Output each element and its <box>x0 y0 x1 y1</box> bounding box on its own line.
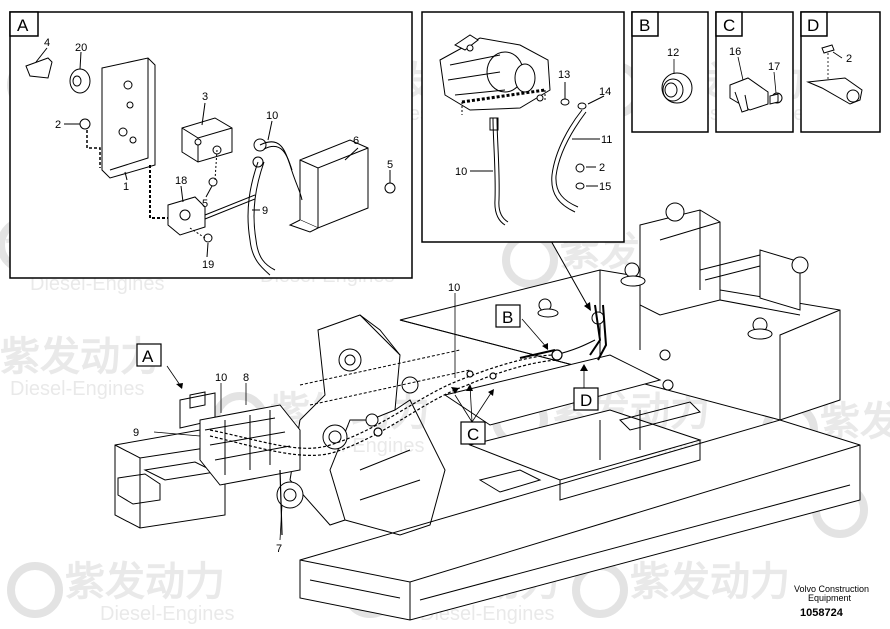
callout-c-16: 16 <box>729 46 741 58</box>
callout-main-7: 7 <box>276 543 282 555</box>
detail-view-starter: 13 14 11 10 2 15 <box>421 11 625 243</box>
watermark-text-cn: 紫发动力 <box>0 335 160 379</box>
reference-frame-c <box>460 421 486 445</box>
callout-starter-10: 10 <box>455 166 467 178</box>
callout-a-20: 20 <box>75 42 87 54</box>
reference-label-c: C <box>467 425 479 444</box>
reference-frame-b <box>495 304 521 328</box>
watermark-text-cn: 紫发动力 <box>630 560 790 604</box>
detail-view-c: C 16 17 <box>715 11 794 133</box>
detail-a-label: A <box>17 16 29 35</box>
watermark-text-cn: 紫发动力 <box>65 560 225 604</box>
watermark-text-en: Diesel-Engines <box>100 603 235 625</box>
callout-a-3: 3 <box>202 91 208 103</box>
callout-starter-13: 13 <box>558 69 570 81</box>
callout-a-19: 19 <box>202 259 214 271</box>
callout-a-2: 2 <box>55 119 61 131</box>
callout-starter-15: 15 <box>599 181 611 193</box>
drawing-number: 1058724 <box>800 607 844 619</box>
callout-a-10: 10 <box>266 110 278 122</box>
reference-label-a: A <box>142 347 154 366</box>
callout-b-12: 12 <box>667 47 679 59</box>
reference-frame-a <box>136 343 162 367</box>
callout-starter-11: 11 <box>601 134 612 146</box>
reference-frame-d <box>573 387 599 411</box>
detail-view-d: D 2 <box>800 11 881 133</box>
callout-a-5-right: 5 <box>387 159 393 171</box>
watermark-7: 紫发动力 Diesel-Engines <box>0 335 160 400</box>
callout-main-10-top: 10 <box>448 282 460 294</box>
drawing-footer: Volvo Construction Equipment 1058724 <box>794 584 869 619</box>
callout-main-10-left: 10 <box>215 372 227 384</box>
detail-b-label: B <box>639 16 650 35</box>
reference-label-d: D <box>580 391 592 410</box>
callout-a-6: 6 <box>353 135 359 147</box>
main-leader-lines <box>153 231 591 541</box>
callout-main-9: 9 <box>133 427 139 439</box>
watermark-13: 紫发动力 <box>572 560 790 618</box>
brand-line-2: Equipment <box>808 593 852 603</box>
main-arrowheads <box>176 302 591 396</box>
callout-a-4: 4 <box>44 37 50 49</box>
detail-d-label: D <box>807 16 819 35</box>
main-cable-harness <box>209 304 608 536</box>
callout-starter-2: 2 <box>599 162 605 174</box>
watermark-text-en: Diesel-Engines <box>10 378 145 400</box>
callout-d-2: 2 <box>846 53 852 65</box>
watermark-11: 紫发动力 Diesel-Engines <box>7 560 235 625</box>
callout-a-9: 9 <box>262 205 268 217</box>
callout-starter-14: 14 <box>599 86 611 98</box>
brand-line-1: Volvo Construction <box>794 584 869 594</box>
detail-view-a: A <box>9 11 413 279</box>
callout-a-18: 18 <box>175 175 187 187</box>
callout-a-1: 1 <box>123 181 129 193</box>
reference-label-b: B <box>502 308 513 327</box>
callout-c-17: 17 <box>768 61 780 73</box>
main-view-labels: A B C D 10 10 8 9 7 <box>133 282 599 555</box>
callout-main-8: 8 <box>243 372 249 384</box>
callout-a-5-left: 5 <box>202 198 208 210</box>
detail-c-label: C <box>723 16 735 35</box>
detail-view-b: B 12 <box>631 11 709 133</box>
